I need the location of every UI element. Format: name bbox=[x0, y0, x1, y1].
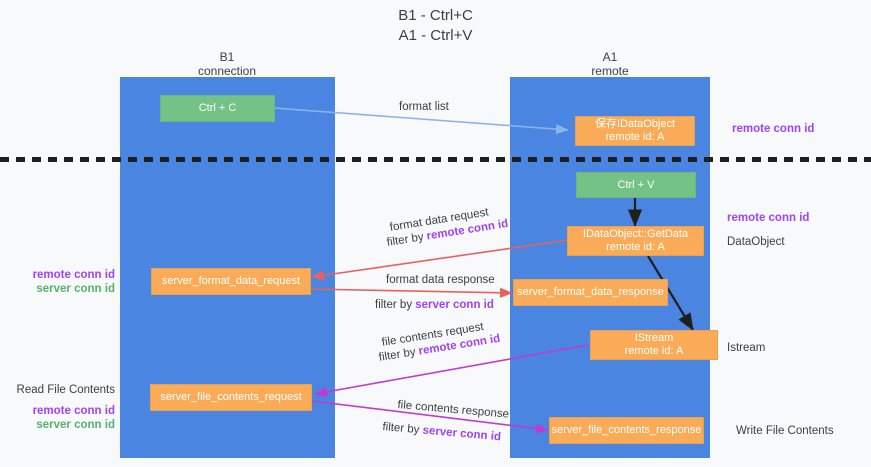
node-istream-line2: remote id: A bbox=[624, 345, 684, 357]
edge-label-format-data-response: format data response bbox=[386, 274, 495, 286]
node-save-idataobject-line2: remote id: A bbox=[605, 131, 665, 143]
column-header-b1: B1 connection bbox=[127, 50, 327, 78]
column-header-a1-role: remote bbox=[591, 64, 629, 78]
node-server-file-contents-response[interactable]: server_file_contents_response bbox=[549, 417, 704, 444]
title-line-2: A1 - Ctrl+V bbox=[398, 27, 473, 44]
node-ctrl-v[interactable]: Ctrl + V bbox=[576, 172, 696, 198]
edge-label-format-list: format list bbox=[399, 101, 449, 113]
edge-label-file-contents-response: file contents response bbox=[397, 399, 509, 421]
node-server-format-data-response[interactable]: server_format_data_response bbox=[513, 279, 668, 306]
annotation-left-bottom-key2: server conn id bbox=[36, 419, 115, 431]
node-idataobject-getdata[interactable]: IDataObject::GetData remote id: A bbox=[567, 226, 704, 256]
node-ctrl-c-label: Ctrl + C bbox=[198, 102, 237, 114]
node-getdata-line2: remote id: A bbox=[606, 241, 665, 253]
annotation-left-bottom-key1: remote conn id bbox=[32, 405, 115, 417]
node-ctrl-v-label: Ctrl + V bbox=[617, 178, 655, 191]
node-ctrl-c[interactable]: Ctrl + C bbox=[160, 95, 275, 122]
node-server-format-data-response-label: server_format_data_response bbox=[517, 286, 664, 298]
annotation-left-read-file-contents: Read File Contents remote conn id server… bbox=[0, 383, 115, 432]
annotation-right-istream: Istream bbox=[727, 342, 766, 354]
annotation-left-mid-key1: remote conn id bbox=[32, 269, 115, 281]
annotation-right-dataobject: remote conn id DataObject bbox=[727, 211, 809, 249]
annotation-left-bottom-title: Read File Contents bbox=[16, 384, 115, 396]
node-server-file-contents-response-label: server_file_contents_response bbox=[551, 424, 702, 436]
page-title: B1 - Ctrl+C A1 - Ctrl+V bbox=[0, 6, 871, 46]
annotation-right-top-text: remote conn id bbox=[732, 123, 815, 135]
section-divider-dashed bbox=[0, 157, 871, 162]
edge-label-fdresp-filter-key: server conn id bbox=[415, 299, 494, 311]
annotation-right-mid-label: DataObject bbox=[727, 236, 785, 248]
annotation-left-mid-key2: server conn id bbox=[36, 283, 115, 295]
column-header-a1: A1 remote bbox=[510, 50, 710, 78]
node-save-idataobject-line1: 保存IDataObject bbox=[594, 118, 676, 130]
node-server-format-data-request-label: server_format_data_request bbox=[161, 275, 301, 287]
annotation-right-top: remote conn id bbox=[732, 122, 814, 136]
edge-label-fcresp-filter-prefix: filter by bbox=[381, 421, 424, 437]
node-server-file-contents-request[interactable]: server_file_contents_request bbox=[150, 384, 312, 411]
column-header-a1-name: A1 bbox=[602, 50, 618, 64]
annotation-left-conn-ids: remote conn id server conn id bbox=[0, 268, 115, 296]
edge-label-file-contents-response-filter: filter by server conn id bbox=[382, 421, 501, 443]
node-istream[interactable]: IStream remote id: A bbox=[590, 330, 718, 360]
node-istream-line1: IStream bbox=[634, 332, 674, 344]
node-save-idataobject[interactable]: 保存IDataObject remote id: A bbox=[575, 116, 695, 146]
edge-label-fdresp-filter-prefix: filter by bbox=[375, 299, 416, 311]
title-line-1: B1 - Ctrl+C bbox=[398, 7, 473, 24]
edge-format-data-response bbox=[307, 287, 513, 298]
node-server-file-contents-request-label: server_file_contents_request bbox=[160, 391, 302, 403]
node-server-format-data-request[interactable]: server_format_data_request bbox=[151, 268, 311, 295]
node-getdata-line1: IDataObject::GetData bbox=[582, 228, 689, 240]
edge-label-format-data-response-filter: filter by server conn id bbox=[375, 299, 494, 311]
edge-label-fcresp-filter-key: server conn id bbox=[422, 424, 502, 444]
column-header-b1-role: connection bbox=[197, 64, 257, 78]
column-header-b1-name: B1 bbox=[219, 50, 235, 64]
edge-label-fcresp-text: file contents response bbox=[396, 399, 510, 421]
annotation-right-write-file-contents: Write File Contents bbox=[736, 425, 834, 437]
annotation-right-mid-key: remote conn id bbox=[727, 212, 810, 224]
